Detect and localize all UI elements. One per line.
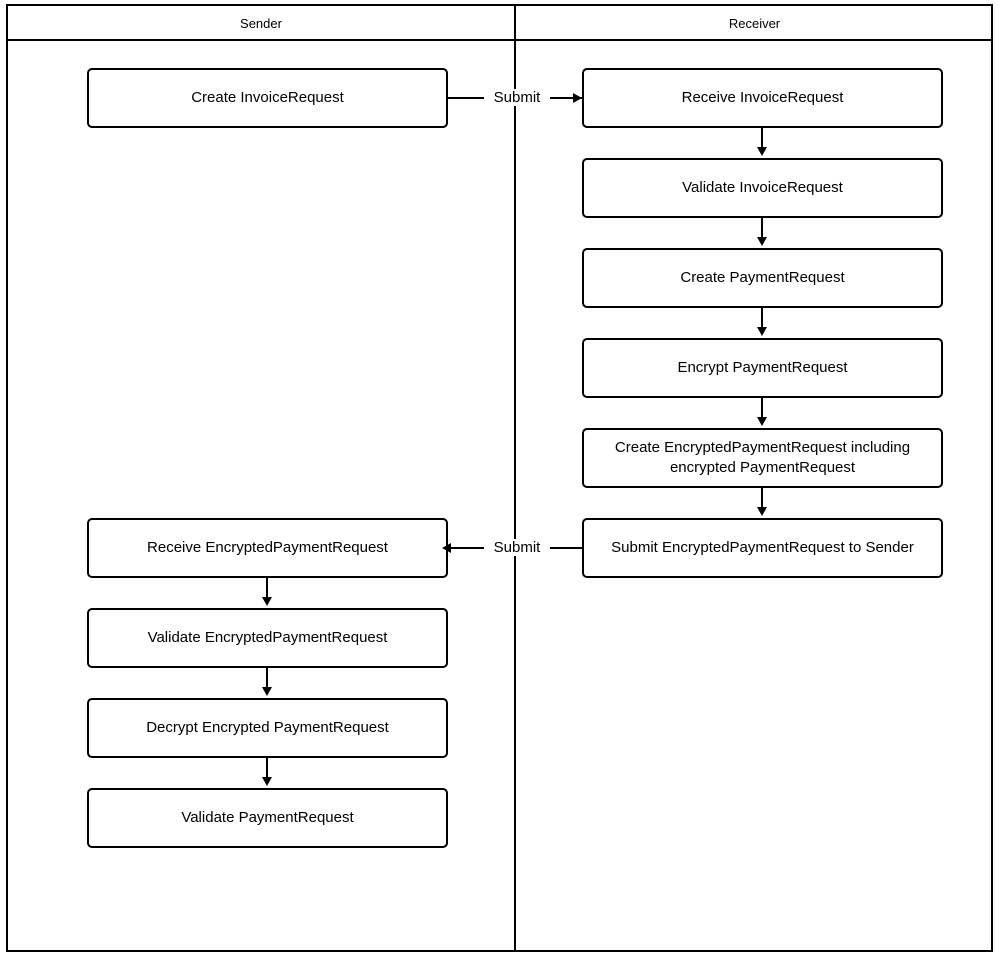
lane-header-sender: Sender <box>240 16 282 31</box>
edge-decrypt-to-validate-paymentrequest-line <box>266 758 268 779</box>
edge-receive-to-validate-encryptedpaymentrequest-arrowhead-icon <box>262 597 272 606</box>
node-validate-paymentrequest[interactable]: Validate PaymentRequest <box>87 788 448 848</box>
edge-encrypt-to-create-encryptedpaymentrequest-line <box>761 398 763 419</box>
edge-label-submit-invoicerequest: Submit <box>484 89 550 106</box>
node-validate-invoicerequest[interactable]: Validate InvoiceRequest <box>582 158 943 218</box>
edge-encrypt-to-create-encryptedpaymentrequest-arrowhead-icon <box>757 417 767 426</box>
edge-validate-invoicerequest-to-create-paymentrequest-line <box>761 218 763 239</box>
lane-divider <box>514 6 516 950</box>
edge-create-encryptedpaymentrequest-to-submit-arrowhead-icon <box>757 507 767 516</box>
edge-receive-to-validate-invoicerequest-line <box>761 128 763 149</box>
edge-create-encryptedpaymentrequest-to-submit-line <box>761 488 763 509</box>
edge-submit-invoicerequest-arrowhead-icon <box>573 93 582 103</box>
edge-receive-to-validate-invoicerequest-arrowhead-icon <box>757 147 767 156</box>
lane-header-receiver: Receiver <box>728 16 781 31</box>
swimlane-pool: Sender Receiver Create InvoiceRequest Re… <box>6 4 993 952</box>
node-validate-encryptedpaymentrequest[interactable]: Validate EncryptedPaymentRequest <box>87 608 448 668</box>
node-submit-encryptedpaymentrequest-to-sender[interactable]: Submit EncryptedPaymentRequest to Sender <box>582 518 943 578</box>
lane-header-row: Sender Receiver <box>8 6 991 41</box>
edge-validate-to-decrypt-encryptedpaymentrequest-line <box>266 668 268 689</box>
node-receive-invoicerequest[interactable]: Receive InvoiceRequest <box>582 68 943 128</box>
edge-validate-to-decrypt-encryptedpaymentrequest-arrowhead-icon <box>262 687 272 696</box>
node-encrypt-paymentrequest[interactable]: Encrypt PaymentRequest <box>582 338 943 398</box>
edge-create-to-encrypt-paymentrequest-line <box>761 308 763 329</box>
node-create-encryptedpaymentrequest[interactable]: Create EncryptedPaymentRequest including… <box>582 428 943 488</box>
edge-submit-encryptedpaymentrequest-arrowhead-icon <box>442 543 451 553</box>
edge-receive-to-validate-encryptedpaymentrequest-line <box>266 578 268 599</box>
node-decrypt-encrypted-paymentrequest[interactable]: Decrypt Encrypted PaymentRequest <box>87 698 448 758</box>
edge-decrypt-to-validate-paymentrequest-arrowhead-icon <box>262 777 272 786</box>
node-receive-encryptedpaymentrequest[interactable]: Receive EncryptedPaymentRequest <box>87 518 448 578</box>
edge-create-to-encrypt-paymentrequest-arrowhead-icon <box>757 327 767 336</box>
node-create-paymentrequest[interactable]: Create PaymentRequest <box>582 248 943 308</box>
node-create-invoicerequest[interactable]: Create InvoiceRequest <box>87 68 448 128</box>
edge-label-submit-encryptedpaymentrequest: Submit <box>484 539 550 556</box>
edge-validate-invoicerequest-to-create-paymentrequest-arrowhead-icon <box>757 237 767 246</box>
